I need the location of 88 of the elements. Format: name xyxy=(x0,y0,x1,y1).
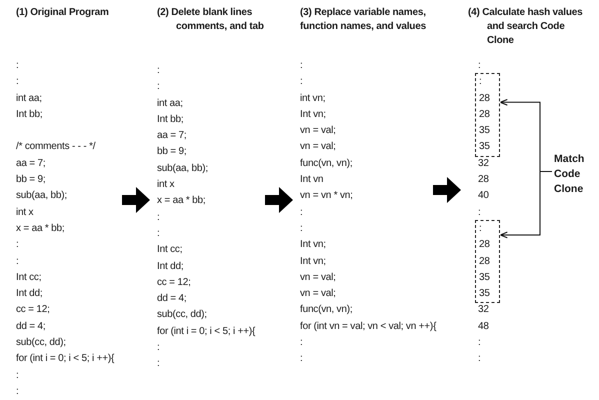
code-line: x = aa * bb; xyxy=(157,194,206,208)
code-line: : xyxy=(300,336,303,350)
code-line: aa = 7; xyxy=(157,129,186,144)
code-line: for (int vn = val; vn < val; vn ++){ xyxy=(300,320,436,334)
code-line: func(vn, vn); xyxy=(300,156,352,171)
code-line: : xyxy=(300,222,303,236)
hash-value: 35 xyxy=(479,287,490,302)
match-label: Match Code Clone xyxy=(554,152,598,197)
hash-value: : xyxy=(479,222,482,236)
code-line: int aa; xyxy=(16,92,42,106)
code-line: Int vn; xyxy=(300,254,326,269)
code-line: Int bb; xyxy=(157,112,184,127)
dashed-highlight-box xyxy=(475,220,500,304)
code-line: /* comments - - - */ xyxy=(16,140,96,154)
step-heading: (1) Original Program xyxy=(16,6,110,20)
code-line: Int vn; xyxy=(300,238,326,252)
code-line: vn = val; xyxy=(300,287,336,302)
code-line: int vn; xyxy=(300,92,326,106)
hash-value: 40 xyxy=(477,189,489,204)
code-line: : xyxy=(16,238,19,252)
hash-value: : xyxy=(477,206,481,220)
code-line: vn = val; xyxy=(300,124,336,138)
dashed-highlight-box xyxy=(475,73,500,157)
hash-value: 28 xyxy=(479,108,490,122)
code-line: int x xyxy=(16,206,34,220)
code-line: int x xyxy=(157,178,174,192)
hash-value: 35 xyxy=(479,124,490,138)
step-heading: (4) Calculate hash values and search Code Clone xyxy=(468,6,584,48)
code-line: cc = 12; xyxy=(16,303,50,318)
code-line: Int dd; xyxy=(16,287,42,302)
code-line: for (int i = 0; i < 5; i ++){ xyxy=(157,324,256,339)
code-line: vn = val; xyxy=(300,140,336,154)
hash-value: : xyxy=(479,75,482,90)
hash-value: : xyxy=(477,336,481,350)
hash-value: 28 xyxy=(477,173,489,188)
code-line: vn = vn * vn; xyxy=(300,189,353,204)
code-line: Int cc; xyxy=(157,243,182,258)
code-line: sub(cc, dd); xyxy=(157,308,207,322)
code-line: : xyxy=(300,206,303,220)
code-line: bb = 9; xyxy=(157,145,186,160)
hash-value: 32 xyxy=(477,303,489,318)
code-line: sub(cc, dd); xyxy=(16,336,66,350)
code-line: : xyxy=(16,59,19,73)
hash-value: 28 xyxy=(479,92,490,106)
code-line: sub(aa, bb); xyxy=(16,189,67,204)
code-line: : xyxy=(157,226,160,241)
code-line: : xyxy=(16,254,19,269)
code-line: : xyxy=(16,75,19,90)
block-arrow xyxy=(265,187,293,213)
code-line: : xyxy=(157,341,160,356)
hash-value: 35 xyxy=(479,140,490,154)
block-arrow xyxy=(122,187,150,213)
hash-value: : xyxy=(477,59,481,73)
code-line: int aa; xyxy=(157,96,183,111)
code-line: : xyxy=(300,352,303,366)
code-line: cc = 12; xyxy=(157,276,191,290)
step-heading: (3) Replace variable names, function names, and values xyxy=(300,6,427,34)
code-line: : xyxy=(157,64,160,78)
hash-value: 48 xyxy=(477,320,489,334)
code-line: Int vn xyxy=(300,173,324,188)
code-line: dd = 4; xyxy=(157,292,186,306)
code-line: vn = val; xyxy=(300,270,336,285)
code-line: : xyxy=(157,210,160,225)
code-line: sub(aa, bb); xyxy=(157,162,208,176)
code-line: Int bb; xyxy=(16,108,42,122)
code-line: Int dd; xyxy=(157,260,184,274)
code-line: Int vn; xyxy=(300,108,326,122)
code-line: : xyxy=(16,368,19,383)
code-line: : xyxy=(16,384,19,399)
hash-value: 28 xyxy=(479,254,490,269)
code-line: : xyxy=(157,80,160,94)
connector-arrow xyxy=(500,171,552,238)
step-heading: (2) Delete blank lines comments, and tab xyxy=(157,6,265,34)
code-line: Int cc; xyxy=(16,270,42,285)
code-line: : xyxy=(300,59,303,73)
hash-value: 32 xyxy=(477,156,489,171)
code-line: : xyxy=(300,75,303,90)
block-arrow xyxy=(433,177,461,203)
code-line: func(vn, vn); xyxy=(300,303,352,318)
code-line: x = aa * bb; xyxy=(16,222,64,236)
hash-value: 35 xyxy=(479,270,490,285)
code-line: dd = 4; xyxy=(16,320,46,334)
code-line: for (int i = 0; i < 5; i ++){ xyxy=(16,352,114,366)
hash-value: : xyxy=(477,352,481,366)
code-line: bb = 9; xyxy=(16,173,46,188)
hash-value: 28 xyxy=(479,238,490,252)
code-line: aa = 7; xyxy=(16,156,46,171)
code-line: : xyxy=(157,357,160,372)
